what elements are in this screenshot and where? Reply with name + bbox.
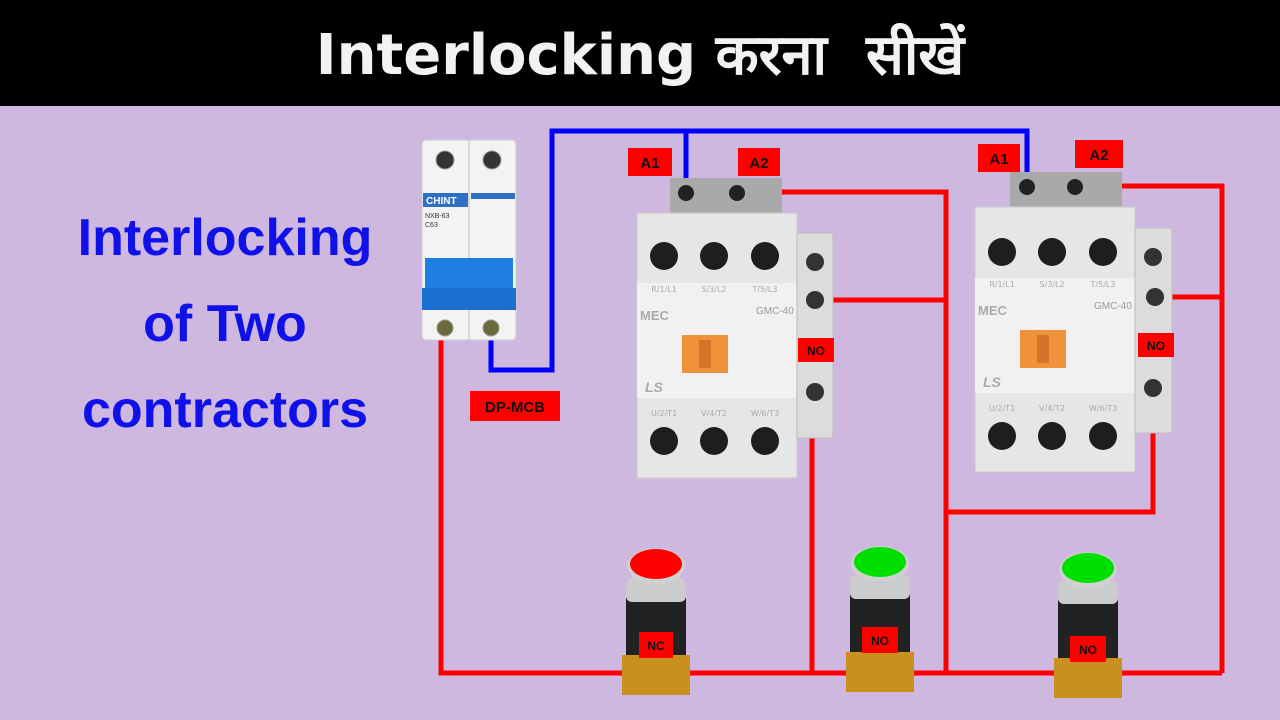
contactor-2: MEC GMC-40 LS R/1/L1 S/3/L2 T/5/L3 U/2/T… — [974, 172, 1173, 473]
pushbutton-stop: NC — [622, 548, 690, 695]
c2-t3: T/5/L3 — [1090, 280, 1116, 289]
pushbutton-start-1: NO — [846, 546, 914, 692]
c2-b2: V/4/T2 — [1039, 404, 1065, 413]
c2-b3: W/6/T3 — [1089, 404, 1117, 413]
phase-wire-main — [438, 330, 1222, 676]
title-bar: Interlocking करना सीखें — [0, 0, 1280, 106]
c2-brand: MEC — [978, 303, 1008, 318]
neutral-wire — [488, 128, 1030, 373]
contactor-1: MEC GMC-40 LS R/1/L1 S/3/L2 T/5/L3 U/2/T… — [636, 178, 834, 479]
side-line-3: contractors — [81, 381, 369, 439]
title: Interlocking करना सीखें — [315, 23, 965, 88]
pushbutton-start-2: NO — [1054, 552, 1122, 698]
mcb-brand: CHINT — [426, 196, 457, 207]
c2-model: GMC-40 — [1094, 301, 1132, 312]
c1-aux-label: NO — [807, 344, 825, 358]
c1-b2: V/4/T2 — [701, 409, 727, 418]
c1-b3: W/6/T3 — [751, 409, 779, 418]
mcb-model: NXB-63 — [425, 213, 450, 220]
c1-b1: U/2/T1 — [651, 409, 677, 418]
c1-a1-label: A1 — [640, 155, 659, 172]
mcb-label: DP-MCB — [485, 399, 545, 416]
pushbutton-start-1-label: NO — [871, 634, 889, 648]
c2-t2: S/3/L2 — [1039, 280, 1064, 289]
side-line-1: Interlocking — [77, 209, 373, 267]
c2-b1: U/2/T1 — [989, 404, 1015, 413]
dp-mcb: CHINT NXB-63 C63 — [421, 139, 517, 341]
c2-aux-label: NO — [1147, 339, 1165, 353]
pushbutton-stop-label: NC — [647, 639, 665, 653]
c1-t3: T/5/L3 — [752, 285, 778, 294]
wire-a2-c2 — [1075, 183, 1225, 673]
c2-a2-label: A2 — [1089, 147, 1108, 164]
c2-logo: LS — [983, 374, 1002, 390]
c1-logo: LS — [645, 379, 664, 395]
side-line-2: of Two — [143, 295, 307, 353]
c2-a1-label: A1 — [989, 151, 1008, 168]
c1-t1: R/1/L1 — [651, 285, 677, 294]
c1-model: GMC-40 — [756, 306, 794, 317]
c1-t2: S/3/L2 — [701, 285, 726, 294]
side-caption: Interlocking of Two contractors — [20, 195, 430, 453]
mcb-rating: C63 — [425, 222, 438, 229]
c1-brand: MEC — [640, 308, 670, 323]
c1-a2-label: A2 — [749, 155, 768, 172]
c2-t1: R/1/L1 — [989, 280, 1015, 289]
pushbutton-start-2-label: NO — [1079, 643, 1097, 657]
